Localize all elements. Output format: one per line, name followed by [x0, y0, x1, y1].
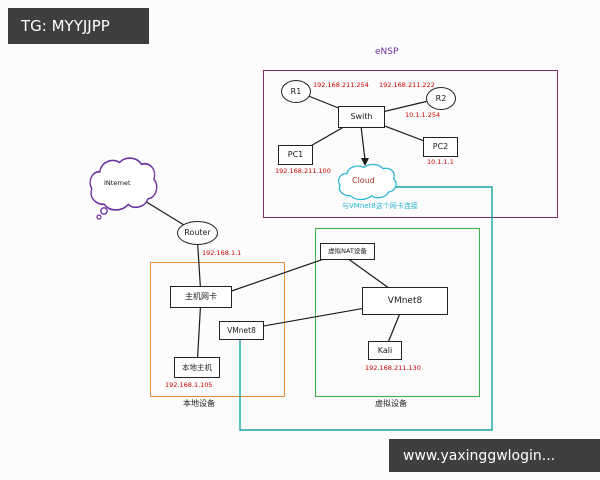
- ensp-region-box: [263, 70, 558, 218]
- local-region-title: 本地设备: [183, 399, 215, 408]
- virtual-region-box: [315, 228, 480, 397]
- cloud-shape-internet: [89, 157, 158, 211]
- node-r1: R1: [281, 80, 311, 103]
- ip-local-host: 192.168.1.105: [165, 381, 213, 389]
- node-kali: Kali: [368, 341, 402, 360]
- cloud-shape-ensp: [337, 163, 397, 201]
- local-region-box: [150, 262, 285, 397]
- watermark-bottom: www.yaxinggwlogin...: [389, 439, 600, 472]
- node-r2: R2: [426, 87, 456, 110]
- node-host-nic: 主机网卡: [170, 286, 232, 308]
- ip-pc2: 10.1.1.1: [427, 158, 454, 166]
- node-vmnet8-small: VMnet8: [219, 321, 264, 340]
- cloud-note-label: 与VMnet8这个网卡连接: [342, 202, 418, 210]
- node-nat-device: 虚拟NAT设备: [320, 243, 375, 260]
- ip-r2-side: 192.168.211.222: [379, 81, 435, 89]
- internet-label: INternet: [104, 179, 131, 187]
- ip-pc1: 192.168.211.100: [275, 167, 331, 175]
- watermark-top: TG: MYYJJPP: [8, 8, 149, 44]
- ip-kali: 192.168.211.130: [365, 364, 421, 372]
- cloud-label: Cloud: [352, 176, 375, 185]
- ip-router: 192.168.1.1: [202, 249, 242, 257]
- node-router: Router: [177, 221, 218, 245]
- node-pc1: PC1: [278, 145, 313, 165]
- ip-r2-lan: 10.1.1.254: [405, 111, 441, 119]
- cloud-tail-bubble-1: [100, 207, 108, 215]
- cloud-tail-bubble-2: [96, 214, 102, 220]
- arrowhead-swith-cloud: [361, 158, 369, 166]
- node-local-host: 本地主机: [174, 357, 220, 378]
- edge-cloud-vmnet8-routed: [239, 186, 493, 431]
- node-swith: Swith: [338, 106, 385, 128]
- virtual-region-title: 虚拟设备: [375, 399, 407, 408]
- ip-r1-side: 192.168.211.254: [313, 81, 369, 89]
- edge-hostnic-localhost: [196, 296, 202, 369]
- ensp-title: eNSP: [375, 47, 399, 57]
- node-vmnet8-big: VMnet8: [362, 287, 448, 315]
- edge-swith-cloud: [360, 125, 366, 161]
- node-pc2: PC2: [423, 137, 458, 157]
